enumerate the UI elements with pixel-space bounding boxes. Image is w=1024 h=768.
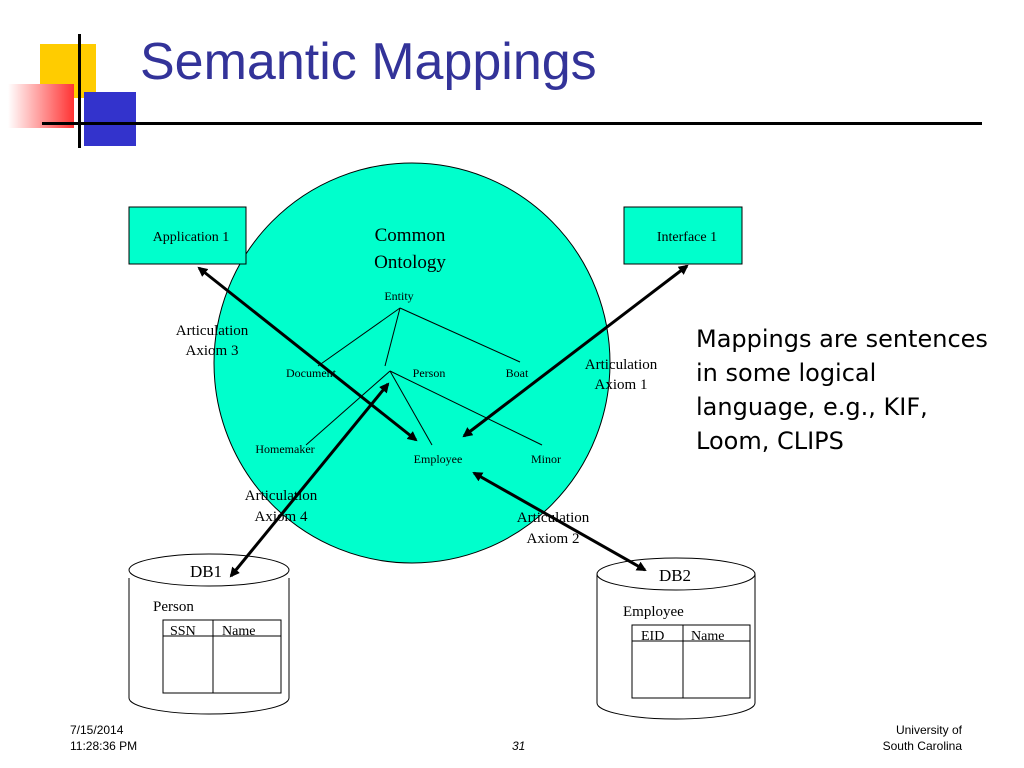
node-homemaker: Homemaker (255, 442, 314, 456)
axiom3-label-line2: Axiom 3 (186, 343, 239, 359)
ontology-title-line2: Ontology (374, 252, 446, 273)
interface1-box (623, 206, 743, 265)
node-minor: Minor (531, 452, 561, 466)
footer-organization: University of South Carolina (883, 722, 962, 754)
db2-table-grid (631, 624, 751, 699)
db1-name: DB1 (190, 562, 222, 581)
axiom1-label-line2: Axiom 1 (595, 377, 648, 393)
title-vertical-rule (78, 34, 81, 148)
footer-org-line2: South Carolina (882, 739, 962, 753)
ontology-title-line1: Common (375, 225, 446, 246)
db1-table-grid (162, 619, 282, 694)
node-document: Document (286, 366, 337, 380)
deco-blue-square (84, 92, 136, 146)
mappings-note: Mappings are sentences in some logical l… (696, 325, 988, 455)
db1-table-name: Person (153, 599, 194, 615)
db1-column-name: Name (222, 624, 255, 639)
axiom4-label-line1: Articulation (245, 488, 318, 504)
db2-table-name: Employee (623, 604, 684, 620)
db1-column-ssn: SSN (170, 624, 196, 639)
arrow-axiom4-db1-person (229, 382, 390, 578)
footer-time: 11:28:36 PM (70, 739, 138, 753)
footer-page-number: 31 (512, 739, 526, 753)
node-employee: Employee (414, 452, 463, 466)
application1-box (128, 206, 247, 265)
footer-datetime: 7/15/2014 11:28:36 PM (70, 722, 137, 754)
db2-column-name: Name (691, 629, 724, 644)
deco-red-bar (8, 84, 74, 128)
arrow-axiom2-employee-db2 (472, 471, 647, 572)
axiom1-label-line1: Articulation (585, 357, 658, 373)
node-boat: Boat (506, 366, 529, 380)
db2-column-eid: EID (641, 629, 664, 644)
interface1-label: Interface 1 (657, 230, 717, 245)
db2-name: DB2 (659, 566, 691, 585)
page-title: Semantic Mappings (140, 33, 597, 91)
node-person: Person (413, 366, 446, 380)
node-entity: Entity (384, 289, 413, 303)
footer-org-line1: University of (895, 723, 962, 737)
axiom2-label-line2: Axiom 2 (527, 531, 580, 547)
application1-label: Application 1 (153, 230, 230, 245)
axiom3-label-line1: Articulation (176, 323, 249, 339)
footer-date: 7/15/2014 (70, 723, 124, 737)
title-underline (42, 122, 982, 125)
arrow-axiom1-interface1-employee (462, 264, 689, 438)
mapping-arrows (197, 264, 689, 578)
axiom4-label-line2: Axiom 4 (255, 509, 308, 525)
